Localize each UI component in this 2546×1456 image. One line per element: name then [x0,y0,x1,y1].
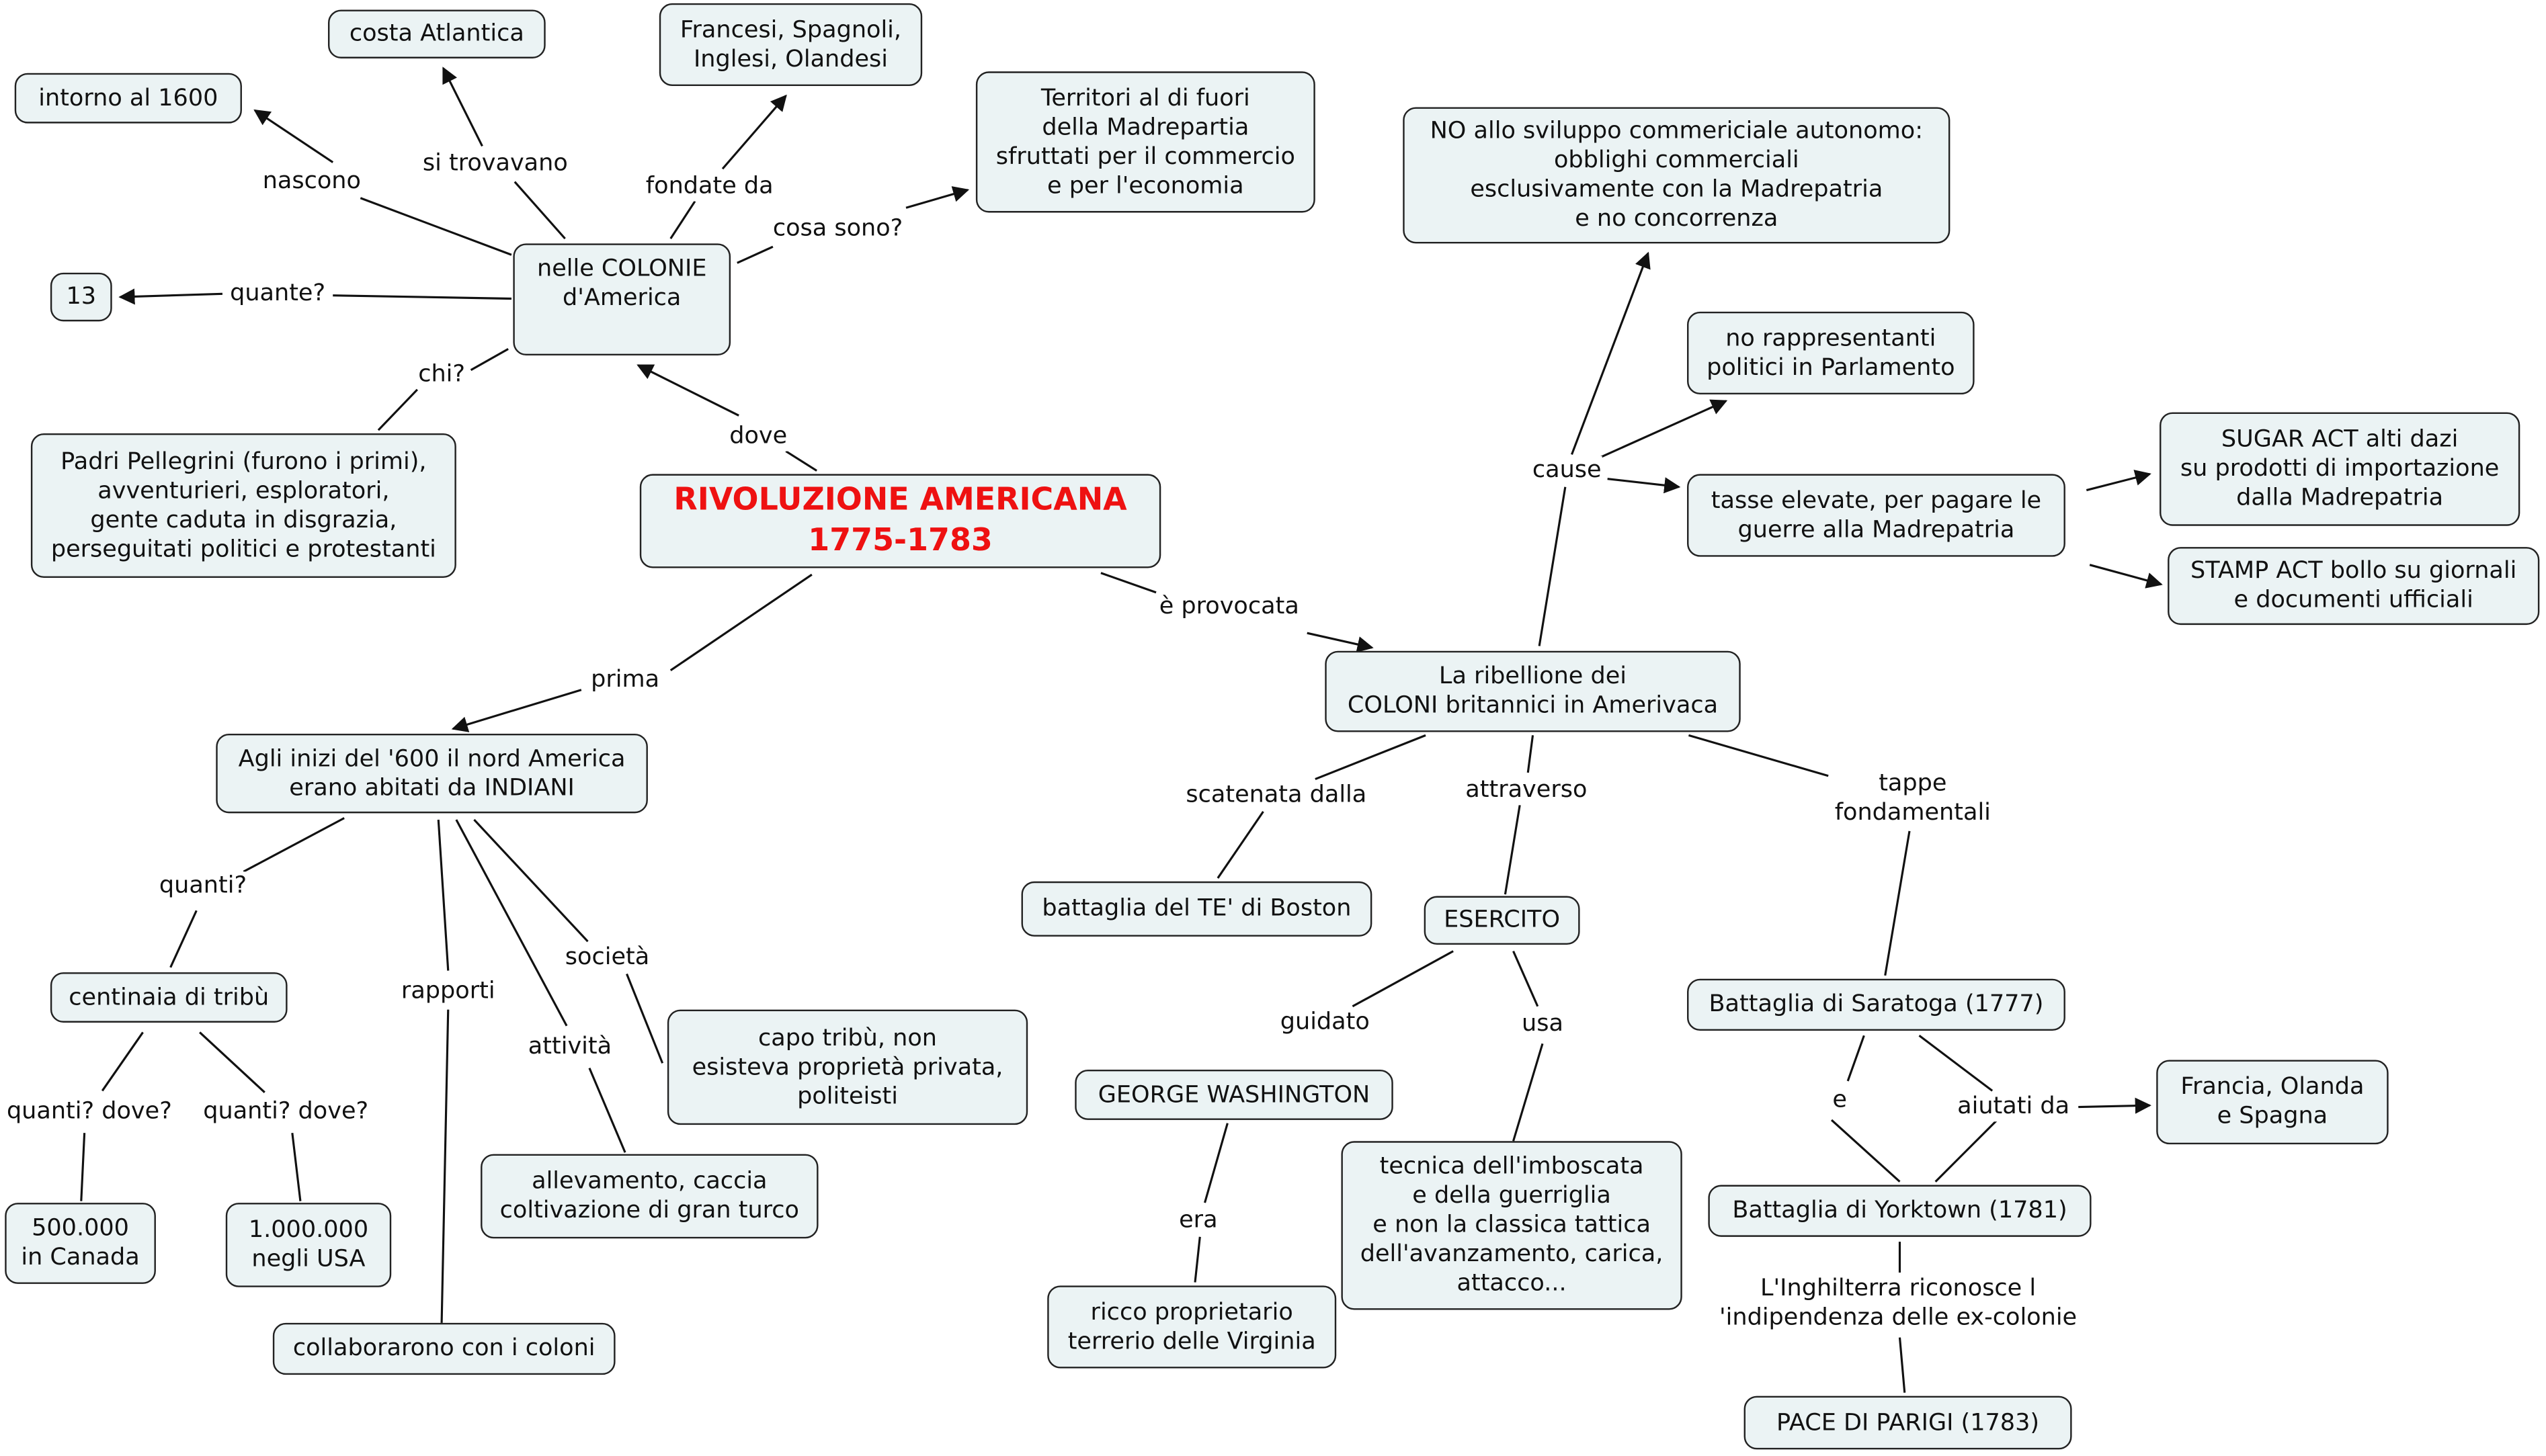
link-label-chi: chi? [418,360,465,390]
link-label-quanti-dove-canada: quanti? dove? [6,1097,172,1127]
node-sugar-act[interactable]: SUGAR ACT alti dazi su prodotti di impor… [2160,412,2520,526]
link-label-societa: società [565,943,650,973]
node-13[interactable]: 13 [50,272,112,322]
link-label-inghilterra: L'Inghilterra riconosce l 'indipendenza … [1719,1274,2078,1333]
node-boston[interactable]: battaglia del TE' di Boston [1021,881,1372,937]
link-label-cosa-sono: cosa sono? [772,214,903,244]
node-territori[interactable]: Territori al di fuori della Madrepartia … [975,71,1315,213]
node-ribellione[interactable]: La ribellione dei COLONI britannici in A… [1325,650,1741,732]
node-stamp-act[interactable]: STAMP ACT bollo su giornali e documenti … [2168,547,2540,626]
link-label-tappe: tappe fondamentali [1834,769,1991,828]
node-intorno-al-1600[interactable]: intorno al 1600 [14,73,242,124]
link-label-scatenata: scatenata dalla [1186,780,1367,810]
link-label-guidato: guidato [1280,1008,1370,1037]
node-canada[interactable]: 500.000 in Canada [5,1203,156,1284]
node-no-rappresentanti[interactable]: no rappresentanti politici in Parlamento [1687,311,1975,395]
node-tasse[interactable]: tasse elevate, per pagare le guerre alla… [1687,474,2065,557]
node-no-sviluppo[interactable]: NO allo sviluppo commericiale autonomo: … [1403,107,1950,244]
link-label-attraverso: attraverso [1465,775,1588,806]
link-label-quante: quante? [230,279,326,309]
link-label-attivita: attività [528,1032,612,1062]
link-label-fondate-da: fondate da [645,172,774,202]
link-label-nascono: nascono [262,167,361,197]
link-label-e: e [1832,1086,1847,1115]
node-ricco[interactable]: ricco proprietario terrerio delle Virgin… [1047,1285,1337,1369]
link-label-quanti: quanti? [159,871,247,901]
node-yorktown[interactable]: Battaglia di Yorktown (1781) [1708,1185,2092,1237]
node-tecnica[interactable]: tecnica dell'imboscata e della guerrigli… [1341,1141,1682,1310]
node-collaborarono[interactable]: collaborarono con i coloni [272,1322,616,1375]
node-padri-pellegrini[interactable]: Padri Pellegrini (furono i primi), avven… [30,433,456,579]
link-label-aiutati: aiutati da [1957,1092,2070,1122]
node-francia[interactable]: Francia, Olanda e Spagna [2156,1060,2389,1145]
node-capo-tribu[interactable]: capo tribù, non esisteva proprietà priva… [667,1009,1028,1125]
node-indiani[interactable]: Agli inizi del '600 il nord America eran… [216,733,648,814]
link-label-usa: usa [1522,1009,1563,1039]
node-centinaia[interactable]: centinaia di tribù [50,972,288,1023]
link-label-dove: dove [729,422,788,452]
node-usa[interactable]: 1.000.000 negli USA [225,1203,392,1287]
link-label-era: era [1179,1205,1218,1236]
link-label-cause: cause [1532,456,1602,486]
link-label-rapporti: rapporti [401,977,495,1007]
node-washington[interactable]: GEORGE WASHINGTON [1075,1070,1393,1120]
node-saratoga[interactable]: Battaglia di Saratoga (1777) [1687,978,2065,1031]
main-topic-title[interactable]: RIVOLUZIONE AMERICANA 1775-1783 [639,474,1161,568]
node-colonie[interactable]: nelle COLONIE d'America [513,243,731,356]
node-pace-parigi[interactable]: PACE DI PARIGI (1783) [1743,1396,2072,1450]
node-costa-atlantica[interactable]: costa Atlantica [327,9,546,58]
node-allevamento[interactable]: allevamento, caccia coltivazione di gran… [481,1154,819,1239]
link-label-prima: prima [591,665,660,695]
node-esercito[interactable]: ESERCITO [1424,896,1580,945]
link-label-provocata: è provocata [1159,592,1299,622]
node-francesi[interactable]: Francesi, Spagnoli, Inglesi, Olandesi [659,3,923,87]
link-label-si-trovavano: si trovavano [422,149,568,179]
link-label-quanti-dove-usa: quanti? dove? [203,1097,369,1127]
